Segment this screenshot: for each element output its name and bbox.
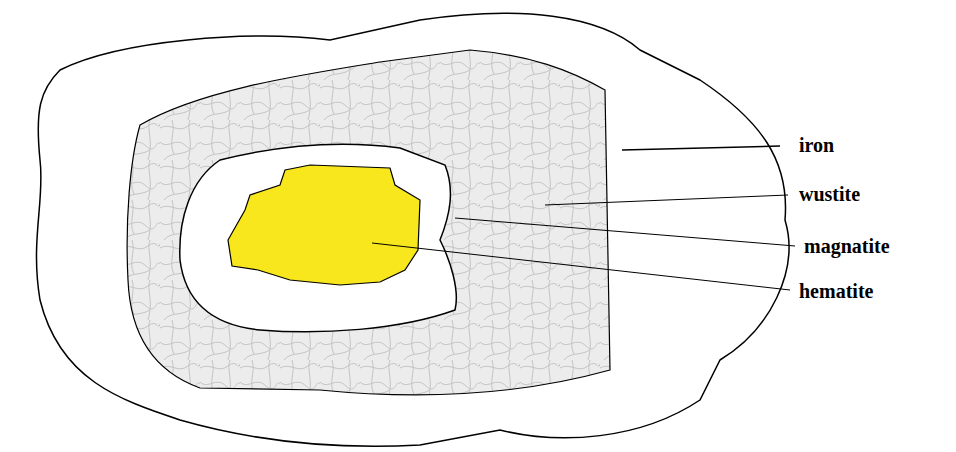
leader-line <box>372 243 790 290</box>
leader-line <box>622 146 780 150</box>
part-label: hematite <box>797 279 875 303</box>
magnetite-region <box>180 144 457 332</box>
part-label: iron <box>797 133 836 157</box>
wustite-region <box>127 50 610 395</box>
part-label: magnatite <box>802 234 892 258</box>
hematite-region <box>228 165 420 285</box>
iron-region <box>36 13 788 446</box>
part-label: wustite <box>797 182 862 206</box>
leader-line <box>455 218 795 246</box>
leader-line <box>545 195 788 205</box>
